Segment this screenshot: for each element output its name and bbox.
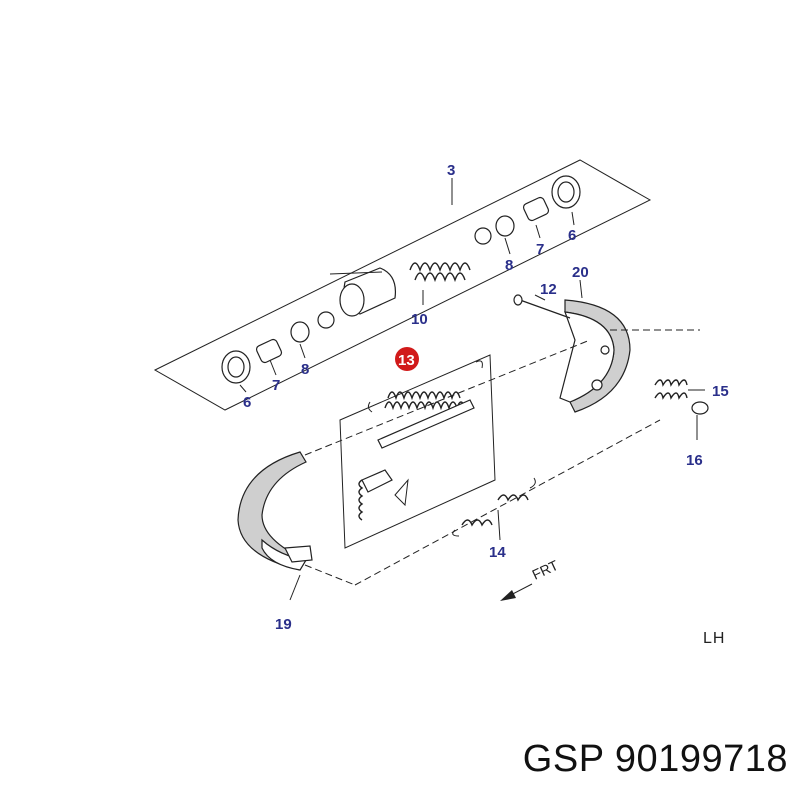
wheel-cylinder-box bbox=[153, 159, 652, 411]
callout-8-right: 8 bbox=[505, 257, 513, 274]
assembly-reference-lines bbox=[304, 329, 700, 586]
part-number-caption: GSP 90199718 bbox=[522, 738, 788, 780]
spring-kit-box bbox=[339, 354, 496, 549]
callout-12: 12 bbox=[540, 281, 557, 298]
callout-7-right: 7 bbox=[536, 241, 544, 258]
brake-shoe-20 bbox=[559, 279, 631, 413]
return-spring-14 bbox=[452, 477, 536, 541]
callout-7-left: 7 bbox=[272, 377, 280, 394]
callout-13-badge bbox=[395, 347, 419, 371]
callout-6-right: 6 bbox=[568, 227, 576, 244]
hold-down-pin-12 bbox=[513, 294, 571, 319]
callout-13: 13 bbox=[398, 352, 415, 369]
wheel-cylinder-parts bbox=[221, 175, 581, 393]
callout-3: 3 bbox=[447, 162, 455, 179]
callout-15: 15 bbox=[712, 383, 729, 400]
front-direction-label: FRT bbox=[530, 557, 562, 583]
callout-8-left: 8 bbox=[301, 361, 309, 378]
front-direction-arrow bbox=[500, 583, 533, 601]
callout-10: 10 bbox=[411, 311, 428, 328]
brake-shoe-19 bbox=[237, 451, 313, 601]
side-label: LH bbox=[703, 630, 726, 647]
hold-down-spring-15 bbox=[654, 379, 705, 400]
spring-cup-16 bbox=[691, 401, 709, 440]
callout-16: 16 bbox=[686, 452, 703, 469]
callout-19: 19 bbox=[275, 616, 292, 633]
callout-14: 14 bbox=[489, 544, 506, 561]
callout-20: 20 bbox=[572, 264, 589, 281]
callout-6-left: 6 bbox=[243, 394, 251, 411]
